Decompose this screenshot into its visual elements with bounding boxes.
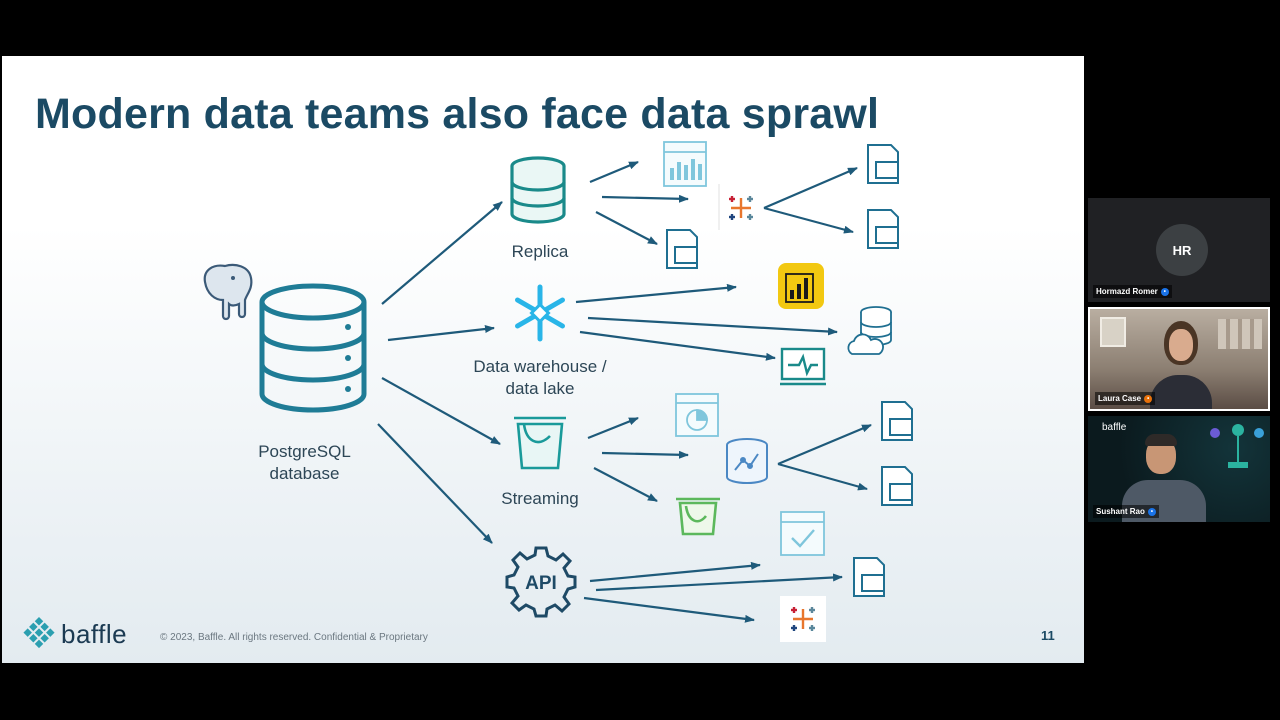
participant-name-tag: Hormazd Romer • [1093, 285, 1172, 298]
avatar-initials: HR [1172, 242, 1192, 258]
presentation-slide: Modern data teams also face data sprawl [2, 56, 1084, 663]
replica-label: Replica [511, 242, 569, 261]
participant-name: Hormazd Romer [1096, 287, 1158, 296]
pie-chart-dashboard-icon [675, 393, 719, 437]
warehouse-label: Data warehouse / data lake [473, 357, 607, 398]
green-bucket-icon [676, 497, 720, 536]
document-icon [853, 557, 885, 597]
participant-name: Laura Case [1098, 394, 1142, 403]
background-brand: baffle [1102, 422, 1127, 433]
tableau-icon [718, 184, 753, 230]
baffle-brand: baffle [61, 619, 128, 649]
cloud-database-icon [847, 306, 892, 355]
baffle-logo-icon [23, 617, 55, 649]
slide-page-number: 11 [1041, 628, 1055, 643]
avatar: HR [1156, 224, 1208, 276]
postgresql-database-icon [259, 283, 367, 413]
participant-tile[interactable]: HR Hormazd Romer • [1088, 198, 1270, 302]
document-icon [666, 229, 698, 269]
participant-tile-active[interactable]: Laura Case • [1088, 307, 1270, 411]
document-icon [867, 209, 899, 249]
participant-video [1150, 321, 1212, 409]
document-icon [881, 401, 913, 441]
data-sprawl-diagram: API [23, 141, 913, 649]
participant-video [1118, 430, 1214, 522]
participant-name-tag: Laura Case • [1095, 392, 1156, 405]
user-badge-icon: • [1160, 287, 1169, 296]
analytics-database-icon [726, 438, 768, 484]
participant-name: Sushant Rao [1096, 507, 1145, 516]
participant-name-tag: Sushant Rao • [1093, 505, 1159, 518]
wall-frames [1218, 319, 1262, 349]
document-icon [881, 466, 913, 506]
postgresql-label: PostgreSQL database [258, 442, 351, 483]
svg-text:API: API [525, 573, 557, 594]
tableau-icon [780, 596, 826, 642]
background-diagram [1210, 424, 1266, 474]
host-badge-icon: • [1144, 394, 1153, 403]
room-window [1100, 317, 1126, 347]
slide-title: Modern data teams also face data sprawl [35, 90, 880, 138]
check-dashboard-icon [780, 511, 825, 556]
footer-copyright: © 2023, Baffle. All rights reserved. Con… [160, 632, 428, 643]
user-badge-icon: • [1147, 507, 1156, 516]
api-gear-icon: API [505, 546, 577, 618]
monitor-pulse-icon [780, 347, 826, 386]
flow-arrows [377, 160, 872, 623]
document-icon [867, 144, 899, 184]
bar-chart-dashboard-icon [663, 141, 707, 187]
participant-tile[interactable]: baffle Sushant Rao • [1088, 416, 1270, 522]
streaming-label: Streaming [501, 489, 579, 508]
streaming-bucket-icon [514, 416, 566, 470]
replica-database-icon [510, 156, 566, 224]
snowflake-icon [515, 284, 565, 342]
postgresql-elephant-icon [203, 263, 253, 321]
power-bi-icon [778, 263, 824, 309]
